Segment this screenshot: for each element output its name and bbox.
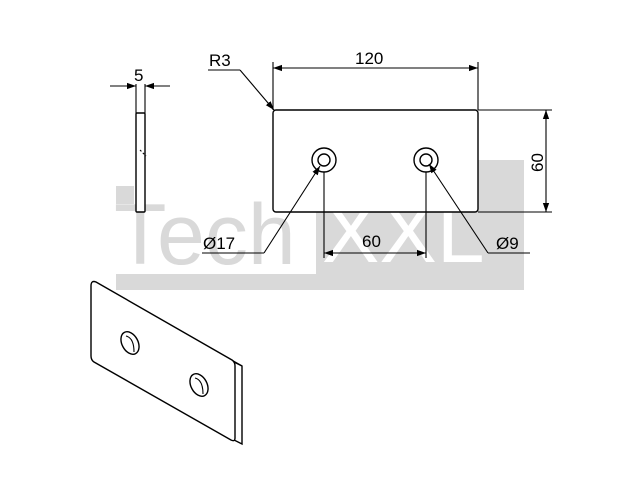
iso-hole-left-inner [125, 335, 135, 353]
watermark-block [116, 186, 134, 204]
radius-label: R3 [209, 51, 231, 70]
hole-left [317, 153, 331, 167]
iso-hole-right-inner [194, 377, 204, 395]
height-label: 60 [528, 153, 547, 172]
front-view-plate [272, 109, 479, 213]
front-view: 120 R3 60 60 Ø17 Ø9 [202, 49, 552, 258]
side-view-plate [135, 112, 146, 213]
thickness-label: 5 [134, 66, 143, 85]
side-view: 5 [110, 66, 170, 213]
isometric-view [90, 280, 243, 446]
watermark: Tech XXL [114, 160, 524, 290]
iso-hole-left [120, 331, 140, 355]
radius-leader [239, 69, 275, 111]
hole-spacing-label: 60 [362, 232, 381, 251]
hole-diameter-label: Ø9 [496, 234, 519, 253]
hole-leader [428, 163, 489, 254]
watermark-block [116, 274, 524, 290]
counterbore-leader [263, 165, 321, 254]
length-label: 120 [355, 49, 383, 68]
counterbore-diameter-label: Ø17 [203, 234, 235, 253]
hole-right [419, 153, 433, 167]
iso-main-face [90, 280, 236, 442]
side-view-hidden-line [139, 149, 147, 157]
iso-hole-right [189, 373, 209, 397]
